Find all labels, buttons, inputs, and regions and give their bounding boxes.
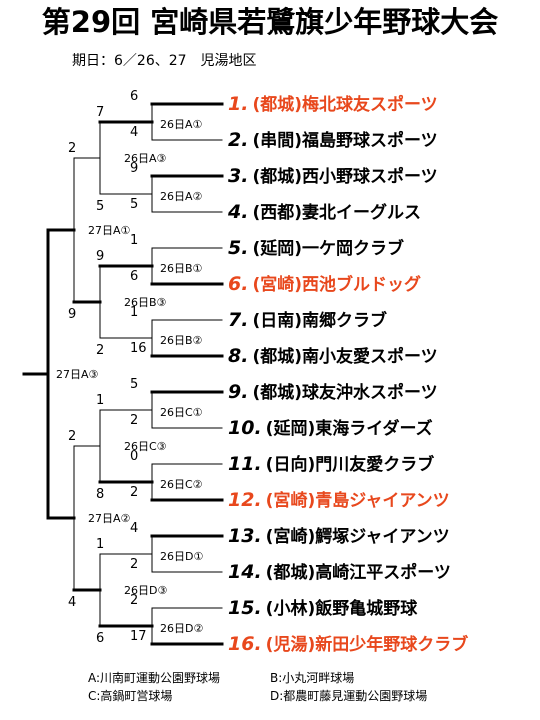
score: 5 <box>130 197 138 212</box>
match-label: 26日D③ <box>124 584 167 597</box>
score: 2 <box>68 141 76 156</box>
team-entry: 12.(宮崎)青島ジャイアンツ <box>228 485 450 515</box>
match-label: 26日B② <box>160 334 203 347</box>
score: 1 <box>96 393 104 408</box>
team-entry: 3.(都城)西小野球スポーツ <box>228 161 438 191</box>
team-entry: 15.(小林)飯野亀城野球 <box>228 593 417 623</box>
team-name: (都城)高崎江平スポーツ <box>265 563 451 583</box>
score: 0 <box>130 449 138 464</box>
score: 5 <box>130 377 138 392</box>
team-number: 12. <box>228 489 262 511</box>
score: 1 <box>96 537 104 552</box>
team-number: 14. <box>228 561 262 583</box>
score: 6 <box>130 89 138 104</box>
team-number: 10. <box>228 417 262 439</box>
team-name: (日向)門川友愛クラブ <box>265 455 435 475</box>
team-number: 4. <box>228 201 249 223</box>
score: 17 <box>130 629 147 644</box>
score: 16 <box>130 341 147 356</box>
team-name: (児湯)新田少年野球クラブ <box>265 635 469 655</box>
team-entry: 4.(西都)妻北イーグルス <box>228 197 421 227</box>
score: 8 <box>96 487 104 502</box>
team-name: (宮崎)青島ジャイアンツ <box>265 491 450 511</box>
page-title: 第29回 宮崎県若鷺旗少年野球大会 <box>41 5 499 39</box>
match-label: 27日A② <box>88 512 131 525</box>
score: 6 <box>96 631 104 646</box>
team-number: 3. <box>228 165 249 187</box>
match-label: 26日B③ <box>124 296 167 309</box>
team-entry: 9.(都城)球友沖水スポーツ <box>228 377 438 407</box>
match-label: 27日A① <box>88 224 131 237</box>
team-number: 15. <box>228 597 262 619</box>
team-entry: 8.(都城)南小友愛スポーツ <box>228 341 438 371</box>
team-entry: 14.(都城)高崎江平スポーツ <box>228 557 451 587</box>
score: 9 <box>130 161 138 176</box>
team-entry: 6.(宮崎)西池ブルドッグ <box>228 269 421 299</box>
score: 2 <box>130 413 138 428</box>
team-number: 11. <box>228 453 262 475</box>
match-label: 26日A② <box>160 190 203 203</box>
team-name: (宮崎)鰐塚ジャイアンツ <box>265 527 450 547</box>
score: 5 <box>96 199 104 214</box>
team-number: 8. <box>228 345 249 367</box>
score: 4 <box>68 595 76 610</box>
team-entry: 16.(児湯)新田少年野球クラブ <box>228 629 468 659</box>
team-number: 5. <box>228 237 249 259</box>
team-entry: 13.(宮崎)鰐塚ジャイアンツ <box>228 521 450 551</box>
score: 7 <box>96 105 104 120</box>
team-entry: 5.(延岡)一ケ岡クラブ <box>228 233 404 263</box>
score: 4 <box>130 125 138 140</box>
venue-d: D:都農町藤見運動公園野球場 <box>270 689 428 703</box>
match-label: 26日A③ <box>124 152 167 165</box>
score: 9 <box>68 307 76 322</box>
score: 2 <box>130 557 138 572</box>
team-number: 6. <box>228 273 249 295</box>
team-number: 13. <box>228 525 262 547</box>
team-number: 7. <box>228 309 249 331</box>
event-date: 期日：6／26、27 児湯地区 <box>72 53 257 69</box>
venue-a: A:川南町運動公園野球場 <box>88 671 221 685</box>
team-number: 16. <box>228 633 262 655</box>
score: 2 <box>130 485 138 500</box>
score: 9 <box>96 249 104 264</box>
venue-b: B:小丸河畔球場 <box>270 671 355 685</box>
match-label: 26日A① <box>160 118 203 131</box>
match-label: 26日D① <box>160 550 203 563</box>
score: 1 <box>130 305 138 320</box>
team-name: (都城)西小野球スポーツ <box>252 167 438 187</box>
team-name: (宮崎)西池ブルドッグ <box>252 275 421 295</box>
score: 1 <box>130 233 138 248</box>
match-label: 26日D② <box>160 622 203 635</box>
team-name: (都城)南小友愛スポーツ <box>252 347 438 367</box>
score: 6 <box>130 269 138 284</box>
team-entry: 2.(串間)福島野球スポーツ <box>228 125 438 155</box>
match-label: 26日B① <box>160 262 203 275</box>
team-name: (串間)福島野球スポーツ <box>252 131 438 151</box>
score: 2 <box>130 593 138 608</box>
team-name: (日南)南郷クラブ <box>252 311 387 331</box>
score: 2 <box>96 343 104 358</box>
score: 4 <box>130 521 138 536</box>
team-number: 2. <box>228 129 249 151</box>
team-entry: 10.(延岡)東海ライダーズ <box>228 413 433 443</box>
venue-c: C:高鍋町営球場 <box>88 689 173 703</box>
team-name: (都城)梅北球友スポーツ <box>252 95 438 115</box>
match-label: 26日C① <box>160 406 203 419</box>
team-number: 9. <box>228 381 249 403</box>
team-name: (延岡)一ケ岡クラブ <box>252 239 404 259</box>
team-name: (西都)妻北イーグルス <box>252 203 421 223</box>
team-number: 1. <box>228 93 249 115</box>
team-name: (小林)飯野亀城野球 <box>265 599 418 619</box>
team-entry: 11.(日向)門川友愛クラブ <box>228 449 434 479</box>
team-name: (延岡)東海ライダーズ <box>265 419 433 439</box>
team-entry: 7.(日南)南郷クラブ <box>228 305 387 335</box>
match-label: 26日C② <box>160 478 203 491</box>
match-label: 26日C③ <box>124 440 167 453</box>
match-label: 27日A③ <box>56 368 99 381</box>
team-name: (都城)球友沖水スポーツ <box>252 383 438 403</box>
team-entry: 1.(都城)梅北球友スポーツ <box>228 89 438 119</box>
score: 2 <box>68 429 76 444</box>
